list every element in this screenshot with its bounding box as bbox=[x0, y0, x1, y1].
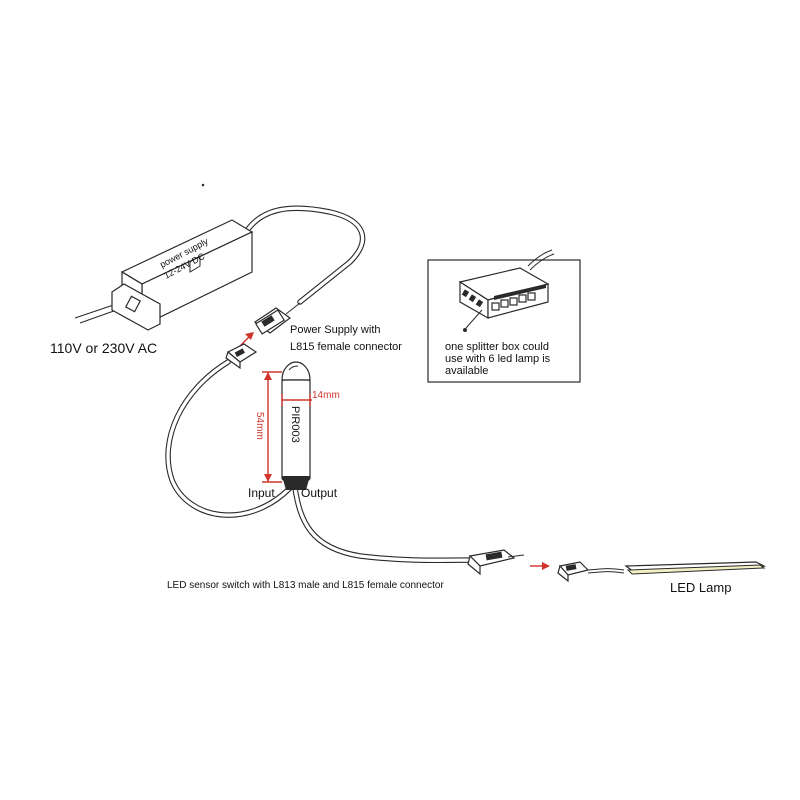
splitter-box bbox=[458, 267, 550, 320]
input-label: Input bbox=[248, 486, 275, 500]
l813-male-connector bbox=[225, 343, 258, 370]
power-supply-connector-label-line2: L815 female connector bbox=[290, 341, 402, 353]
splitter-inset: one splitter box could use with 6 led la… bbox=[427, 249, 581, 383]
height-dimension-label: 54mm bbox=[254, 412, 265, 440]
sensor-input-cable bbox=[165, 359, 293, 518]
width-dimension: 14mm bbox=[281, 390, 340, 406]
l815-female-connector bbox=[253, 302, 301, 335]
height-dimension: 54mm bbox=[254, 371, 282, 483]
output-female-connector bbox=[467, 549, 525, 576]
power-supply-connector-label-line1: Power Supply with bbox=[290, 324, 381, 336]
splitter-text-line3: available bbox=[445, 365, 488, 377]
power-supply-output-cable bbox=[243, 205, 366, 305]
sensor-model-label: PIR003 bbox=[289, 406, 301, 443]
connection-arrow-icon bbox=[239, 332, 254, 347]
sensor-output-cable bbox=[292, 485, 481, 564]
power-supply-unit: power supply 12-24V DC bbox=[111, 219, 254, 331]
splitter-pin bbox=[465, 309, 483, 329]
mounting-hole-icon bbox=[124, 295, 142, 313]
sensor-dome bbox=[281, 361, 311, 381]
lamp-male-connector bbox=[557, 561, 625, 583]
splitter-pin-head bbox=[463, 328, 467, 332]
ac-input-label: 110V or 230V AC bbox=[50, 340, 157, 356]
lamp-connection-arrow-icon bbox=[530, 562, 550, 570]
width-dimension-label: 14mm bbox=[312, 390, 340, 401]
splitter-text-line2: use with 6 led lamp is bbox=[445, 353, 551, 365]
stray-mark bbox=[201, 183, 205, 187]
sensor-switch-caption: LED sensor switch with L813 male and L81… bbox=[167, 580, 444, 591]
led-lamp bbox=[624, 561, 767, 575]
splitter-text-line1: one splitter box could bbox=[445, 341, 549, 353]
output-label: Output bbox=[301, 486, 338, 500]
pir-sensor: PIR003 bbox=[281, 361, 311, 490]
led-lamp-label: LED Lamp bbox=[670, 580, 731, 595]
